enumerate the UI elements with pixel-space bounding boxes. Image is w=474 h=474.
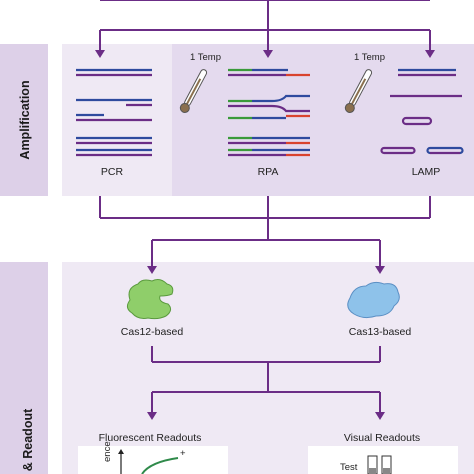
cas12-protein-icon (126, 279, 174, 320)
cas13-protein-icon (347, 281, 400, 319)
middle-connector (99, 196, 431, 266)
lower-connector (151, 346, 381, 412)
arrowhead-cas12 (147, 266, 157, 274)
fluorescent-readouts-label: Fluorescent Readouts (98, 432, 202, 444)
visual-readouts-label: Visual Readouts (343, 432, 421, 444)
detection-section-label: & Readout (21, 408, 35, 472)
test-label: Test (340, 462, 358, 473)
test-strip-icon (367, 455, 392, 474)
arrowhead-pcr (95, 50, 105, 58)
arrowhead-fluorescent (147, 412, 157, 420)
fluorescence-axis-label: ence (102, 441, 113, 462)
cas12-label: Cas12-based (120, 326, 184, 338)
rpa-label: RPA (257, 166, 279, 178)
amplification-side-box (0, 44, 48, 196)
fluorescent-readout-card (78, 446, 228, 474)
rpa-thermometer-icon (179, 69, 208, 113)
rpa-strands (228, 68, 310, 157)
arrowhead-visual (375, 412, 385, 420)
fluorescence-plus-label: + (180, 448, 186, 459)
cas13-label: Cas13-based (348, 326, 412, 338)
rpa-temp-label: 1 Temp (190, 52, 221, 63)
amplification-section-label: Amplification (18, 80, 32, 160)
arrowhead-rpa (263, 50, 273, 58)
pcr-label: PCR (100, 166, 124, 178)
detection-side-box (0, 262, 48, 474)
arrowhead-lamp (425, 50, 435, 58)
lamp-strands (380, 68, 464, 155)
top-connector (99, 0, 431, 50)
lamp-thermometer-icon (344, 69, 373, 113)
fluorescence-plot-icon (118, 449, 179, 474)
lamp-label: LAMP (411, 166, 441, 178)
arrowhead-cas13 (375, 266, 385, 274)
lamp-temp-label: 1 Temp (354, 52, 385, 63)
pcr-strands (76, 68, 152, 157)
